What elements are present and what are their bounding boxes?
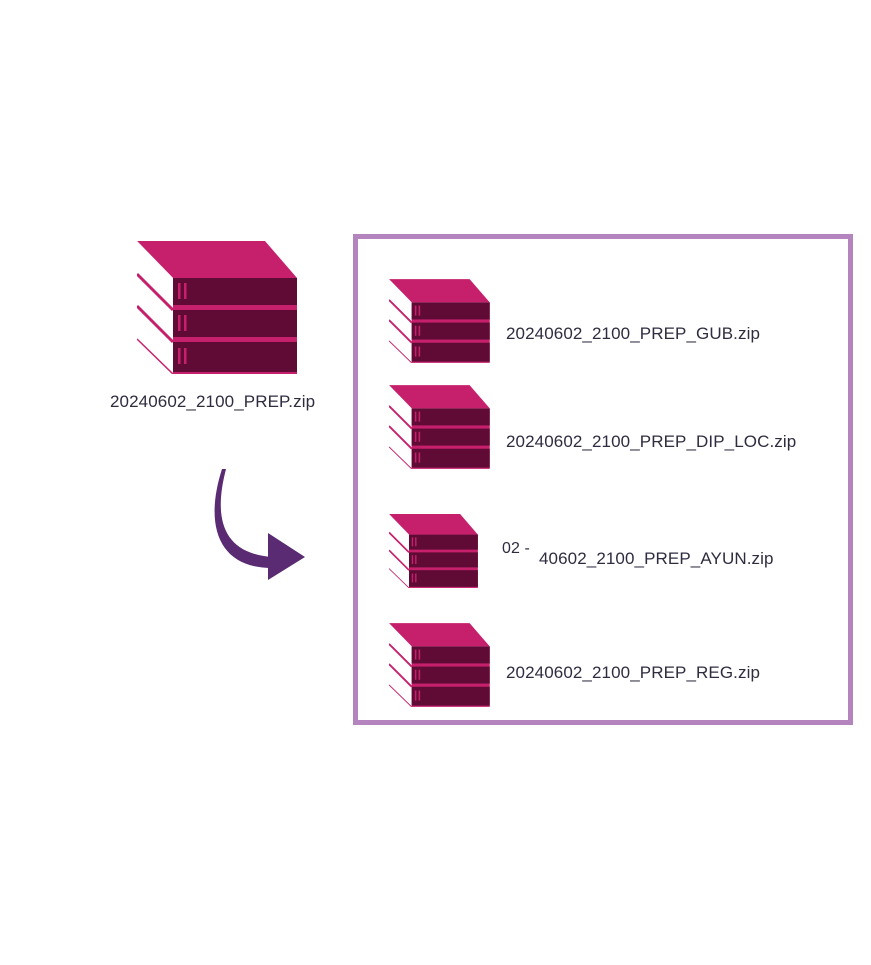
archive-stack-icon — [389, 623, 491, 707]
output-files-frame — [353, 234, 853, 725]
archive-stack-icon — [389, 509, 479, 593]
archive-stack-icon — [389, 279, 491, 363]
output-filename-ayun: 40602_2100_PREP_AYUN.zip — [539, 549, 774, 568]
source-filename: 20240602_2100_PREP.zip — [110, 392, 316, 411]
curved-arrow-right-icon — [214, 469, 305, 580]
output-filename-gub: 20240602_2100_PREP_GUB.zip — [506, 324, 761, 343]
archive-stack-icon — [137, 241, 299, 374]
output-filename-fragment: 02 - — [502, 540, 530, 557]
output-filename-reg: 20240602_2100_PREP_REG.zip — [506, 663, 761, 682]
output-filename-dip-loc: 20240602_2100_PREP_DIP_LOC.zip — [506, 432, 797, 451]
archive-stack-icon — [389, 385, 491, 469]
